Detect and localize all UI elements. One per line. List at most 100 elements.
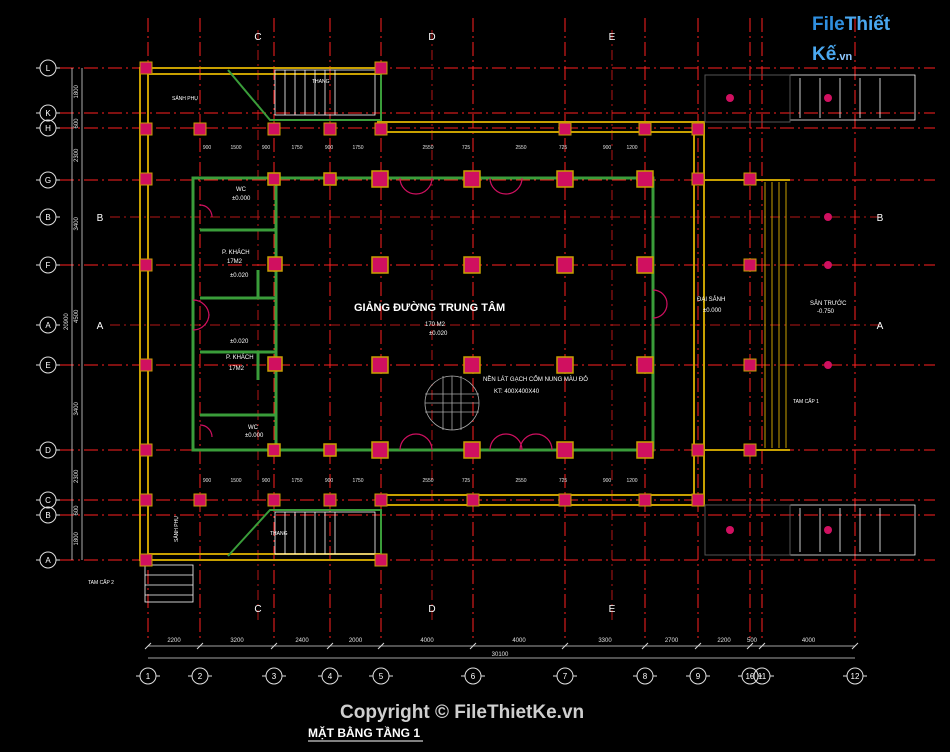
filethietke-logo: FileThiết Kế.vn [812, 14, 891, 65]
dim-row-top-11: 1200 [626, 145, 637, 151]
grid-bubble-left-6-label: A [45, 321, 51, 330]
lobby-level: ±0.000 [703, 308, 722, 314]
grid-bubble-left-10-label: B [45, 511, 50, 520]
main-hall-label: GIẢNG ĐƯỜNG TRUNG TÂM [354, 301, 505, 314]
dim-row-top-6: 2550 [422, 145, 433, 151]
grid-bubble-1: 1 [136, 667, 160, 685]
grid-bubble-7: 7 [553, 667, 577, 685]
dim-row-bottom-0: 900 [203, 478, 212, 484]
grid-bubble-12-label: 12 [851, 672, 860, 681]
dim-left-total: 20900 [64, 313, 70, 330]
dim-row-top-5: 1750 [352, 145, 363, 151]
grid-bubble-left-5-label: F [46, 261, 51, 270]
dim-bottom-10: 4000 [802, 638, 816, 644]
dim-row-bottom-1: 1500 [230, 478, 241, 484]
dim-row-bottom-5: 1750 [352, 478, 363, 484]
floor-pattern [424, 375, 480, 431]
grid-bubble-9-label: 9 [696, 672, 701, 681]
grid-bubble-9: 9 [686, 667, 710, 685]
dim-row-top-7: 725 [462, 145, 471, 151]
grid-bubble-left-4: B [36, 208, 60, 226]
dim-row-top-1: 1500 [230, 145, 241, 151]
lobby-label: ĐẠI SẢNH [697, 296, 725, 303]
columns [139, 61, 757, 567]
grid-bubble-5: 5 [369, 667, 393, 685]
side-top-label: SẢNH PHỤ [172, 95, 198, 102]
dim-left-5: 3400 [74, 401, 80, 415]
grid-bubble-left-7-label: E [45, 361, 50, 370]
step1-label: TAM CẤP 1 [793, 398, 819, 405]
axis-grid [60, 18, 935, 640]
floor-note-line2: KT: 400X400X40 [494, 389, 540, 395]
dim-row-bottom-10: 900 [603, 478, 612, 484]
walls [191, 176, 655, 452]
grid-bubble-left-8-label: D [45, 446, 51, 455]
dim-left-0: 1800 [74, 84, 80, 98]
grid-bubble-left-8: D [36, 441, 60, 459]
guest2-label: P. KHÁCH [226, 354, 254, 361]
grid-bubble-5-label: 5 [379, 672, 384, 681]
dim-row-bottom-6: 2550 [422, 478, 433, 484]
dim-left-7: 600 [74, 505, 80, 516]
grid-label-right-B: B [877, 213, 884, 224]
dim-row-top-8: 2550 [515, 145, 526, 151]
dim-row-bottom-11: 1200 [626, 478, 637, 484]
dim-row-bottom-2: 900 [262, 478, 271, 484]
grid-bubble-left-3-label: G [45, 176, 51, 185]
grid-bubble-left-9: C [36, 491, 60, 509]
guest1-area: 17M2 [227, 259, 243, 265]
wc-top-level: ±0.000 [232, 196, 251, 202]
beams [139, 67, 790, 561]
grid-bubble-3-label: 3 [272, 672, 277, 681]
copyright-watermark: Copyright © FileThietKe.vn [340, 702, 585, 723]
grid-bubble-left-10: B [36, 506, 60, 524]
grid-bubble-left-11: A [36, 551, 60, 569]
grid-label-top-C: C [254, 32, 261, 43]
grid-bubble-12: 12 [843, 667, 867, 685]
dim-left-8: 1800 [74, 531, 80, 545]
main-hall-area: 170 M2 [425, 322, 446, 328]
grid-label-bottom-E: E [609, 604, 616, 615]
grid-label-top-D: D [428, 32, 435, 43]
dim-left-2: 2300 [74, 148, 80, 162]
doors [192, 177, 668, 451]
dim-left-3: 3400 [74, 216, 80, 230]
stair-top-label: THANG [312, 79, 330, 85]
grid-bubble-left-4-label: B [45, 213, 50, 222]
dim-row-top-4: 900 [325, 145, 334, 151]
grid-label-top-E: E [609, 32, 616, 43]
grid-bubble-left-2: H [36, 119, 60, 137]
dim-row-bottom-9: 725 [559, 478, 568, 484]
grid-label-inner-A: A [97, 321, 104, 332]
dim-bottom-8: 2200 [717, 638, 731, 644]
dim-bottom-9: 500 [747, 638, 758, 644]
guest1-level: ±0.020 [230, 273, 249, 279]
grid-bubble-11-label: 11 [758, 672, 767, 681]
step2-label: TAM CẤP 2 [88, 579, 114, 586]
dim-bottom-5: 4000 [512, 638, 526, 644]
dim-row-top-2: 900 [262, 145, 271, 151]
dim-row-top-3: 1750 [291, 145, 302, 151]
wc-top-label: WC [236, 187, 247, 193]
grid-label-bottom-C: C [254, 604, 261, 615]
front-yard-level: -0.750 [817, 309, 835, 315]
guest2-area: 17M2 [229, 366, 245, 372]
grid-bubble-8: 8 [633, 667, 657, 685]
guest1-label: P. KHÁCH [222, 249, 250, 256]
grid-label-inner-B: B [97, 213, 104, 224]
grid-bubble-left-0-label: L [46, 64, 51, 73]
dim-total: 30100 [492, 652, 509, 658]
grid-bubble-left-2-label: H [45, 124, 51, 133]
dim-row-bottom-3: 1750 [291, 478, 302, 484]
grid-bubble-4-label: 4 [328, 672, 333, 681]
dim-row-bottom-8: 2550 [515, 478, 526, 484]
grid-bubble-6: 6 [461, 667, 485, 685]
grid-label-bottom-D: D [428, 604, 435, 615]
grid-bubble-left-9-label: C [45, 496, 51, 505]
grid-label-right-A: A [877, 321, 884, 332]
dim-row-top-9: 725 [559, 145, 568, 151]
main-hall-level: ±0.020 [429, 331, 448, 337]
dim-row-bottom-7: 725 [462, 478, 471, 484]
dim-bottom-3: 2000 [349, 638, 363, 644]
